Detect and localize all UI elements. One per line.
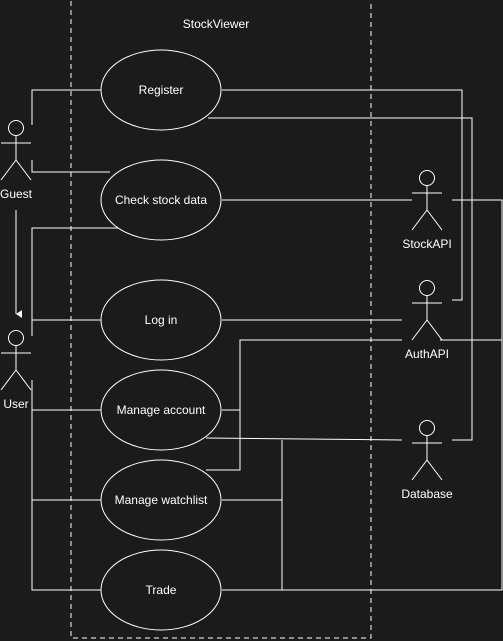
use-case-register[interactable]: Register: [100, 49, 222, 131]
actor-user[interactable]: User: [0, 330, 32, 412]
actor-guest[interactable]: Guest: [0, 120, 33, 202]
link-guest-check-stock: [31, 160, 110, 173]
actor-database-label: Database: [401, 487, 453, 501]
link-user-trade: [31, 380, 102, 591]
link-stockapi-trade: [222, 199, 503, 591]
use-case-manage-watchlist-ellipse: [100, 459, 222, 541]
stick-figure-icon: [411, 420, 443, 481]
stick-figure-icon: [411, 280, 443, 341]
use-case-log-in[interactable]: Log in: [100, 279, 222, 361]
use-case-register-label: Register: [139, 83, 184, 97]
link-account-database-2: [205, 437, 403, 441]
use-case-trade-label: Trade: [146, 583, 177, 597]
use-case-manage-account[interactable]: Manage account: [100, 369, 222, 451]
actor-stockapi-label: StockAPI: [402, 237, 451, 251]
use-case-register-ellipse: [100, 49, 222, 131]
actor-authapi-label: AuthAPI: [405, 347, 449, 361]
use-case-log-in-label: Log in: [145, 313, 178, 327]
use-case-manage-watchlist[interactable]: Manage watchlist: [100, 459, 222, 541]
link-guest-register: [31, 89, 102, 125]
link-watchlist-authapi: [206, 339, 402, 471]
stick-figure-icon: [0, 120, 32, 181]
stick-figure-icon: [0, 330, 32, 391]
actor-stockapi[interactable]: StockAPI: [402, 170, 452, 252]
link-register-database: [208, 117, 473, 441]
system-boundary: [70, 0, 372, 639]
use-case-check-stock-data-ellipse: [100, 159, 222, 241]
use-case-log-in-ellipse: [100, 279, 222, 361]
system-title: StockViewer: [183, 17, 249, 31]
actor-database[interactable]: Database: [401, 420, 453, 502]
use-case-manage-account-label: Manage account: [117, 403, 206, 417]
link-check-stock-user: [31, 227, 120, 336]
use-case-manage-account-ellipse: [100, 369, 222, 451]
link-register-authapi: [222, 89, 463, 301]
actor-authapi[interactable]: AuthAPI: [405, 280, 449, 362]
association-lines: [31, 89, 503, 591]
use-case-trade-ellipse: [100, 549, 222, 631]
use-case-check-stock-data-label: Check stock data: [115, 193, 207, 207]
actor-guest-label: Guest: [0, 187, 33, 201]
use-case-manage-watchlist-label: Manage watchlist: [115, 493, 208, 507]
actor-user-label: User: [3, 397, 28, 411]
use-case-trade[interactable]: Trade: [100, 549, 222, 631]
use-case-check-stock-data[interactable]: Check stock data: [100, 159, 222, 241]
stick-figure-icon: [411, 170, 443, 231]
